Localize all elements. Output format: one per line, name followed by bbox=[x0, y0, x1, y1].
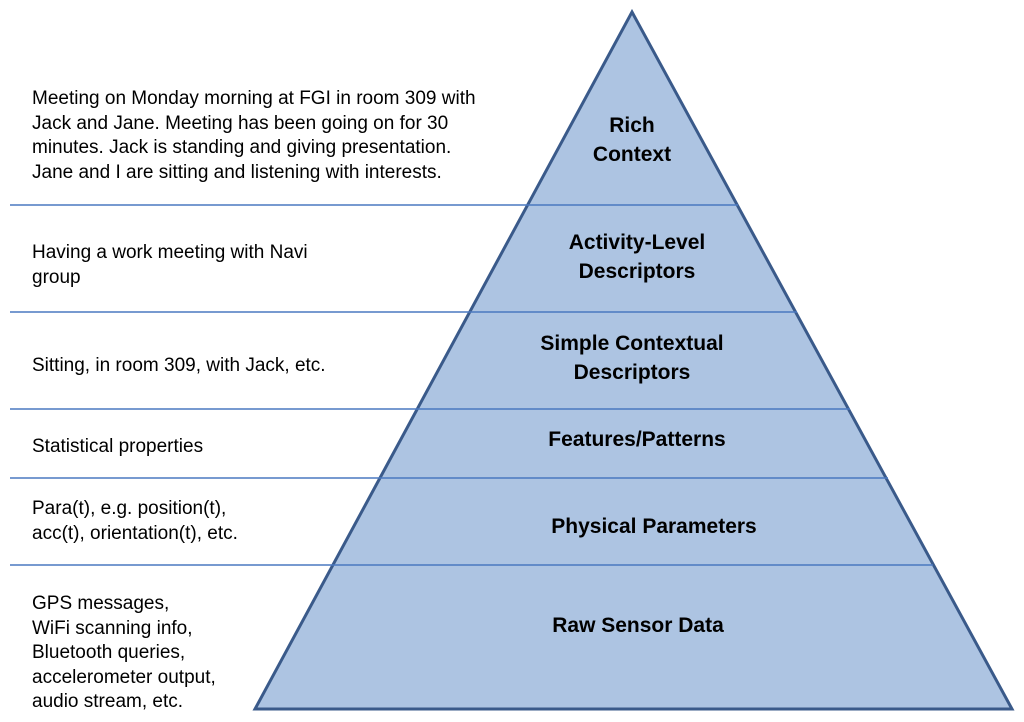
layer-label-simple-contextual: Simple Contextual Descriptors bbox=[540, 332, 724, 384]
layer-label-raw-sensor-data: Raw Sensor Data bbox=[552, 614, 724, 637]
layer-description-features-patterns: Statistical properties bbox=[32, 436, 204, 457]
pyramid-shape bbox=[252, 8, 1015, 711]
layer-description-rich-context: Meeting on Monday morning at FGI in room… bbox=[32, 88, 476, 183]
layer-description-raw-sensor-data: GPS messages, WiFi scanning info, Blueto… bbox=[32, 593, 216, 712]
layer-label-features-patterns: Features/Patterns bbox=[548, 428, 726, 451]
layer-description-simple-contextual: Sitting, in room 309, with Jack, etc. bbox=[32, 355, 326, 376]
layer-label-physical-parameters: Physical Parameters bbox=[551, 515, 757, 538]
layer-description-physical-parameters: Para(t), e.g. position(t), acc(t), orien… bbox=[32, 498, 238, 544]
layer-label-rich-context: Rich Context bbox=[592, 114, 672, 166]
layer-description-activity-level: Having a work meeting with Navi group bbox=[32, 242, 308, 288]
layer-label-activity-level: Activity-Level Descriptors bbox=[568, 231, 706, 283]
